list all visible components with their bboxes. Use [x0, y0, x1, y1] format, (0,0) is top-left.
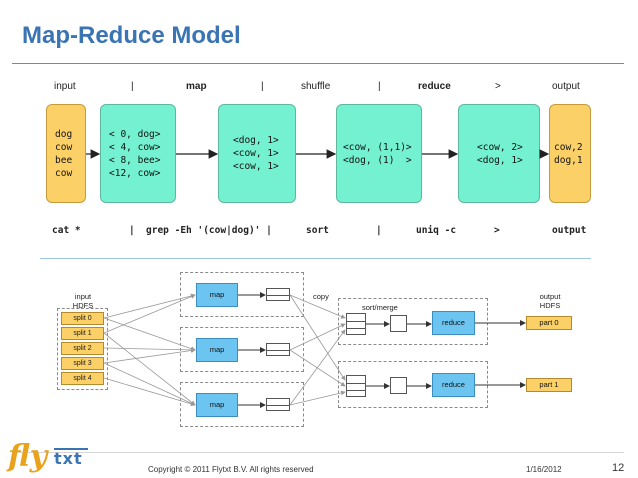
map-output-line: <cow, 1>	[233, 161, 279, 172]
output-line: cow,2	[554, 141, 583, 153]
header-redirect: >	[495, 81, 501, 92]
command-pipe-1: |	[129, 225, 135, 236]
map-output-box: <dog, 1> <cow, 1> <cow, 1>	[218, 104, 296, 203]
split-block: split 3	[61, 357, 104, 370]
command-cat: cat *	[52, 225, 81, 236]
header-output: output	[552, 81, 580, 92]
slide-title: Map-Reduce Model	[22, 22, 241, 49]
header-shuffle: shuffle	[301, 81, 331, 92]
header-pipe-3: |	[378, 81, 381, 92]
split-block: split 2	[61, 342, 104, 355]
reduce-task: reduce	[432, 373, 475, 397]
merge-buffer	[346, 375, 366, 397]
input-line: dog	[55, 128, 73, 140]
map-group	[180, 272, 304, 317]
input-line: cow	[55, 141, 73, 153]
output-line: dog,1	[554, 154, 583, 166]
input-line: bee	[55, 154, 73, 166]
copyright-text: Copyright © 2011 Flytxt B.V. All rights …	[148, 465, 314, 474]
map-task: map	[196, 338, 238, 362]
map-buffer	[266, 398, 290, 411]
map-buffer	[266, 288, 290, 301]
command-sort: sort	[306, 225, 329, 236]
merged-data	[390, 315, 407, 332]
footer-rule	[12, 452, 624, 453]
map-input-line: <12, cow>	[109, 167, 161, 179]
command-output: output	[552, 225, 587, 236]
split-block: split 1	[61, 327, 104, 340]
header-pipe-2: |	[261, 81, 264, 92]
copy-label: copy	[313, 292, 329, 301]
title-underline	[12, 63, 624, 64]
command-uniq: uniq -c	[416, 225, 457, 236]
map-input-line: < 4, cow>	[109, 141, 161, 153]
command-pipe-3: |	[376, 225, 382, 236]
reduce-line: <dog, 1>	[477, 154, 523, 166]
map-task: map	[196, 283, 238, 307]
input-box: dog cow bee cow	[46, 104, 86, 203]
section-divider	[40, 258, 591, 259]
split-block: split 4	[61, 372, 104, 385]
reduce-box: <cow, 2> <dog, 1>	[458, 104, 540, 203]
svg-text:fly: fly	[6, 439, 50, 474]
reduce-line: <cow, 2>	[477, 141, 523, 153]
shuffle-box: <cow, (1,1)> <dog, (1) >	[336, 104, 422, 203]
shuffle-line: <dog, (1) >	[343, 154, 412, 166]
map-input-line: < 8, bee>	[109, 154, 161, 166]
output-hdfs-label: output HDFS	[528, 292, 572, 310]
reduce-task: reduce	[432, 311, 475, 335]
map-input-line: < 0, dog>	[109, 128, 161, 140]
flytxt-logo: fly txt	[6, 436, 102, 478]
flytxt-logo-mark: fly txt	[6, 439, 88, 474]
map-input-box: < 0, dog> < 4, cow> < 8, bee> <12, cow>	[100, 104, 176, 203]
split-block: split 0	[61, 312, 104, 325]
page-number: 12	[612, 462, 625, 474]
merge-buffer	[346, 313, 366, 335]
output-part: part 1	[526, 378, 572, 392]
map-output-line: <dog, 1>	[233, 135, 279, 146]
map-output-line: <cow, 1>	[233, 148, 279, 159]
input-line: cow	[55, 167, 73, 179]
merged-data	[390, 377, 407, 394]
header-input: input	[54, 81, 76, 92]
map-buffer	[266, 343, 290, 356]
shuffle-line: <cow, (1,1)>	[343, 141, 412, 153]
header-pipe-1: |	[131, 81, 134, 92]
output-box: cow,2 dog,1	[549, 104, 591, 203]
slide-date: 1/16/2012	[526, 465, 562, 474]
svg-text:txt: txt	[54, 449, 83, 468]
header-reduce: reduce	[418, 81, 451, 92]
map-task: map	[196, 393, 238, 417]
output-hdfs-text: output HDFS	[539, 292, 561, 310]
command-grep: grep -Eh '(cow|dog)' |	[146, 225, 272, 236]
output-part: part 0	[526, 316, 572, 330]
command-redirect: >	[494, 225, 500, 236]
input-hdfs-text: input HDFS	[72, 292, 94, 310]
input-hdfs-label: input HDFS	[66, 292, 100, 310]
header-map: map	[186, 81, 207, 92]
sort-merge-label: sort/merge	[362, 303, 398, 312]
